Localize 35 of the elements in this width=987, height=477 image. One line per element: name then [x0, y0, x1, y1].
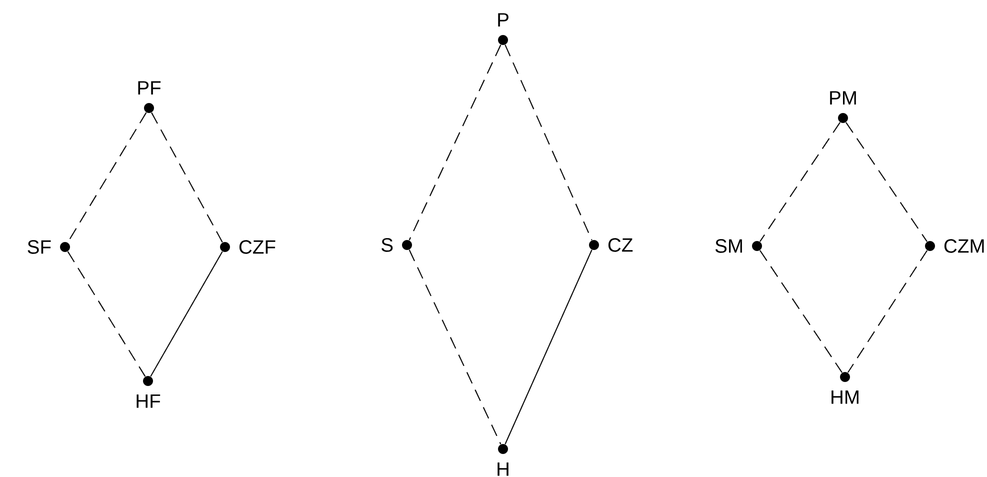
vertex-label: HM — [832, 390, 858, 404]
vertex-dot — [220, 242, 230, 252]
vertex-label: CZ — [608, 238, 633, 252]
vertex-dot — [402, 240, 412, 250]
edge-line — [760, 122, 840, 242]
vertex-dot — [589, 240, 599, 250]
vertex-dot — [925, 241, 935, 251]
vertex-label: SM — [715, 239, 742, 253]
edge-line — [504, 250, 592, 444]
vertex-label: CZF — [239, 240, 276, 254]
vertex-label: PM — [830, 91, 856, 105]
vertex-dot — [752, 241, 762, 251]
vertex-dot — [840, 372, 850, 382]
vertex-label: SF — [28, 240, 51, 254]
vertex-dot — [60, 242, 70, 252]
edge-line — [67, 251, 146, 377]
edge-line — [846, 122, 928, 242]
vertex-label: CZM — [944, 239, 984, 253]
edge-line — [504, 44, 592, 240]
vertex-label: H — [498, 462, 508, 476]
edge-line — [760, 250, 842, 373]
edge-line — [408, 250, 502, 444]
vertex-label: PF — [138, 81, 161, 95]
vertex-label: HF — [136, 394, 160, 408]
vertex-label: P — [498, 13, 508, 27]
vertex-dot — [838, 113, 848, 123]
vertex-dot — [144, 103, 154, 113]
vertex-dot — [498, 444, 508, 454]
vertex-dot — [143, 376, 153, 386]
edge-line — [150, 251, 223, 377]
edge-line — [151, 112, 223, 243]
edge-line — [408, 44, 502, 240]
edge-line — [847, 250, 928, 373]
vertex-dot — [498, 35, 508, 45]
vertex-label: S — [382, 238, 393, 252]
